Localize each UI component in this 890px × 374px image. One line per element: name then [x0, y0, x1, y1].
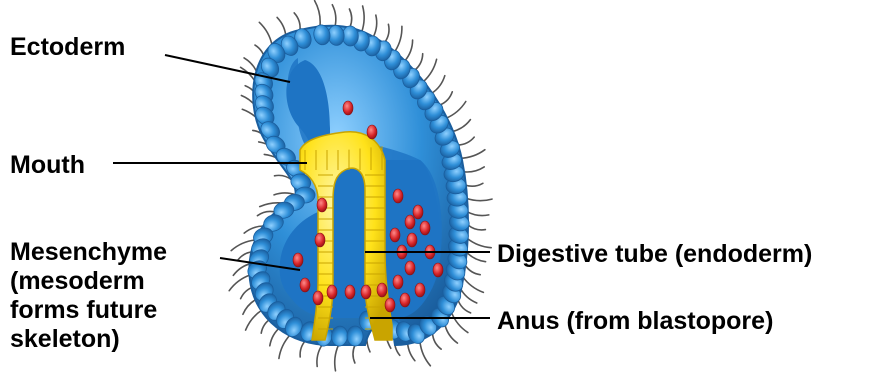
- label-digestive-tube: Digestive tube (endoderm): [497, 240, 812, 269]
- mesenchyme-cell: [367, 125, 377, 139]
- cilium: [432, 76, 445, 94]
- mesenchyme-cell: [400, 293, 410, 307]
- cilium: [465, 183, 483, 186]
- label-mouth: Mouth: [10, 151, 85, 180]
- mesenchyme-cell: [420, 221, 430, 235]
- cilium: [405, 40, 413, 61]
- cilium: [315, 1, 321, 26]
- cilium: [415, 54, 423, 70]
- cilium: [349, 9, 351, 27]
- mesenchyme-cell: [300, 278, 310, 292]
- mesenchyme-cell: [377, 283, 387, 297]
- cilium: [468, 225, 485, 230]
- cilium: [420, 342, 430, 366]
- cilium: [463, 277, 484, 293]
- cilium: [362, 6, 364, 32]
- label-mesenchyme-line2: (mesoderm: [10, 267, 167, 296]
- mesenchyme-cell: [415, 283, 425, 297]
- mesenchyme-cell: [393, 275, 403, 289]
- mesenchyme-cell: [361, 285, 371, 299]
- cilium: [466, 198, 492, 200]
- cilium: [463, 167, 485, 172]
- cilium: [259, 22, 272, 45]
- label-anus: Anus (from blastopore): [497, 307, 773, 336]
- cilium: [460, 150, 485, 159]
- mesenchyme-cell: [390, 228, 400, 242]
- cilium: [433, 334, 442, 350]
- mesenchyme-cell: [433, 263, 443, 277]
- label-ectoderm: Ectoderm: [10, 33, 125, 62]
- cilium: [385, 24, 389, 42]
- ectoderm-cell: [347, 326, 363, 346]
- label-mesenchyme-line1: Mesenchyme: [10, 238, 167, 267]
- cilium: [353, 345, 355, 363]
- mesenchyme-cell: [313, 291, 323, 305]
- mesenchyme-cell: [315, 233, 325, 247]
- cilium: [373, 15, 376, 37]
- cilium: [317, 345, 322, 367]
- cilium: [458, 300, 471, 313]
- mesenchyme-cell: [393, 189, 403, 203]
- cilium: [229, 275, 250, 291]
- cilium: [458, 137, 474, 145]
- cilium: [466, 252, 486, 262]
- cilium: [467, 212, 489, 216]
- cilium: [279, 335, 290, 359]
- mesenchyme-cell: [405, 261, 415, 275]
- mesenchyme-cell: [413, 205, 423, 219]
- label-mesenchyme: Mesenchyme (mesoderm forms future skelet…: [10, 238, 167, 354]
- cilium: [460, 288, 477, 303]
- cilium: [446, 102, 466, 119]
- cilium: [452, 313, 468, 333]
- cilium: [395, 26, 402, 51]
- mesenchyme-cell: [407, 233, 417, 247]
- cilium: [246, 310, 262, 330]
- cilium: [335, 345, 339, 371]
- mesenchyme-cell: [385, 298, 395, 312]
- cilium: [332, 5, 336, 27]
- mesenchyme-cell: [327, 285, 337, 299]
- mesenchyme-cell: [345, 285, 355, 299]
- cilium: [440, 92, 452, 105]
- cilium: [294, 13, 300, 30]
- label-mesenchyme-line4: skeleton): [10, 325, 167, 354]
- cilium: [467, 238, 491, 247]
- mesenchyme-cell: [293, 253, 303, 267]
- cilium: [465, 265, 480, 275]
- cilium: [452, 120, 470, 132]
- mesenchyme-cell: [317, 198, 327, 212]
- mesenchyme-cell: [405, 215, 415, 229]
- cilium: [445, 325, 458, 343]
- mesenchyme-cell: [343, 101, 353, 115]
- cilium: [423, 59, 436, 81]
- label-mesenchyme-line3: forms future: [10, 296, 167, 325]
